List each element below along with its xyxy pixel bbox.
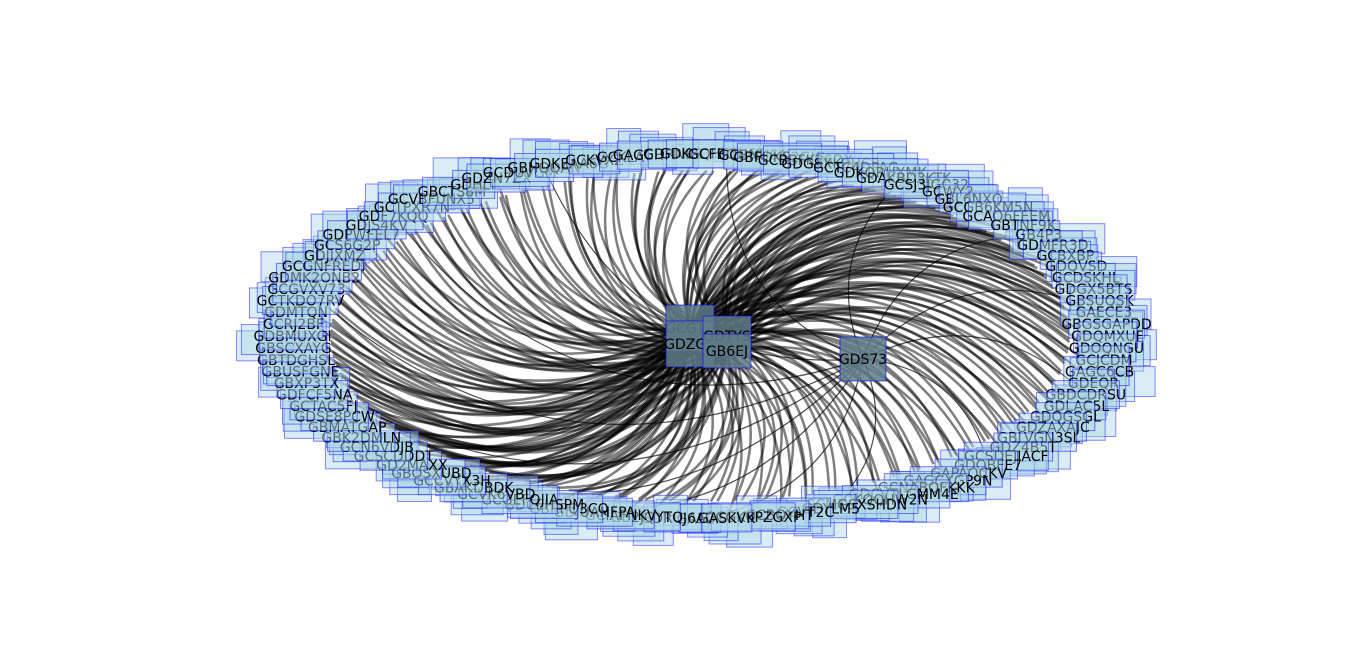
edge xyxy=(726,334,875,483)
node-box xyxy=(702,333,752,369)
edge xyxy=(552,350,729,489)
edge xyxy=(726,334,859,486)
edge xyxy=(360,233,691,362)
edge xyxy=(688,199,936,329)
hub-node-3: GB6EJ xyxy=(702,333,752,369)
node-label: GB6EJ xyxy=(706,344,748,360)
edge xyxy=(402,350,728,466)
edge xyxy=(689,303,1054,428)
edge xyxy=(862,335,1087,396)
edge xyxy=(689,247,1069,329)
edge xyxy=(688,184,854,329)
edge xyxy=(689,281,1095,385)
edge xyxy=(726,312,1015,425)
node-label: GDS73 xyxy=(839,352,887,368)
leaf-node-layer: GA52PGDRUJ6AGB2JQYTQGCIAFNKVGDJUAHFPAGBR… xyxy=(236,123,1157,548)
edge xyxy=(393,215,864,386)
edge xyxy=(585,178,691,330)
edge xyxy=(689,272,1062,373)
node-box xyxy=(839,336,887,382)
edge xyxy=(689,268,1066,365)
edge xyxy=(662,350,735,502)
hub-node-4: GDS73 xyxy=(839,336,887,382)
edge xyxy=(483,350,729,479)
edge xyxy=(688,187,870,329)
edge xyxy=(355,350,728,451)
edge xyxy=(519,191,691,346)
node-box xyxy=(700,503,753,533)
edge xyxy=(689,294,1030,413)
leaf-node-95: GASKVK xyxy=(698,503,756,533)
edge xyxy=(504,194,691,346)
edge xyxy=(688,202,950,329)
edge xyxy=(597,343,693,497)
edge xyxy=(331,318,728,417)
edge xyxy=(590,177,691,346)
node-label: GASKVK xyxy=(698,511,756,527)
edge xyxy=(689,231,1053,329)
hub-node-layer: GCGTBGDZGVGDTYSGB6EJGDS73 xyxy=(664,304,887,382)
edge xyxy=(689,290,1038,406)
edge xyxy=(410,206,691,337)
edge xyxy=(360,269,728,391)
edge xyxy=(689,251,1070,330)
edge xyxy=(332,350,728,433)
edge xyxy=(644,350,732,501)
edge xyxy=(442,216,691,352)
edge xyxy=(353,276,728,395)
edge xyxy=(689,257,1109,338)
